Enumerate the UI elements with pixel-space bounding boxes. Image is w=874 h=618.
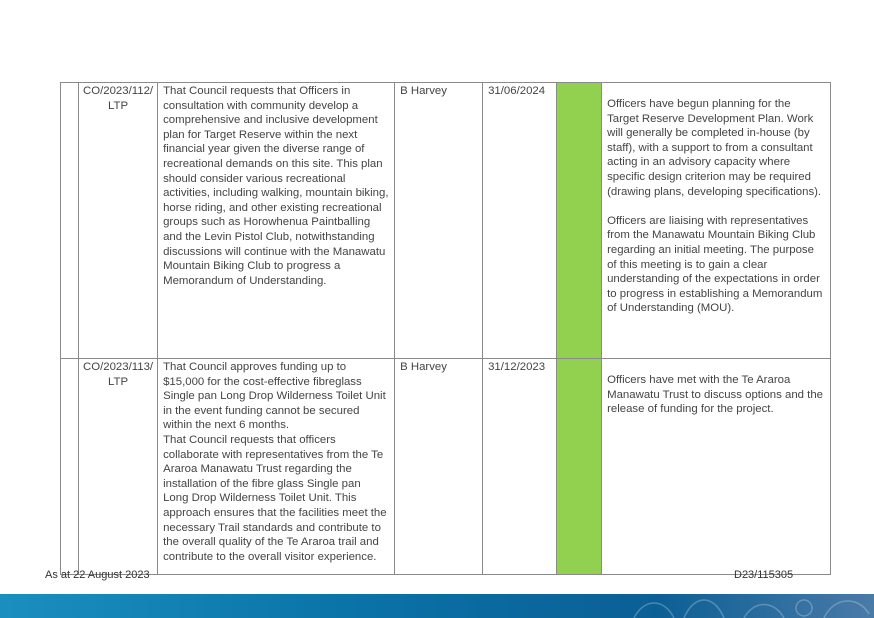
ref-cell: CO/2023/113/ LTP — [77, 358, 159, 575]
resolutions-table: CO/2023/112/ LTP That Council requests t… — [60, 82, 832, 575]
blank-cell — [60, 82, 79, 359]
comment-cell: Officers have begun planning for the Tar… — [601, 82, 832, 359]
footer-band — [0, 594, 874, 618]
status-indicator — [556, 358, 603, 575]
table-row: CO/2023/113/ LTP That Council approves f… — [60, 358, 832, 575]
due-date-cell: 31/06/2024 — [482, 82, 558, 359]
resolution-cell: That Council approves funding up to $15,… — [157, 358, 396, 575]
footer-date: As at 22 August 2023 — [45, 569, 150, 581]
comment-cell: Officers have met with the Te Araroa Man… — [601, 358, 832, 575]
officer-cell: B Harvey — [394, 82, 484, 359]
due-date-cell: 31/12/2023 — [482, 358, 558, 575]
table-row: CO/2023/112/ LTP That Council requests t… — [60, 82, 832, 359]
pattern-decoration-icon — [633, 599, 870, 618]
ref-cell: CO/2023/112/ LTP — [77, 82, 159, 359]
blank-cell — [60, 358, 79, 575]
resolution-cell: That Council requests that Officers in c… — [157, 82, 396, 359]
footer-doc-id: D23/115305 — [734, 569, 794, 581]
officer-cell: B Harvey — [394, 358, 484, 575]
status-indicator — [556, 82, 603, 359]
